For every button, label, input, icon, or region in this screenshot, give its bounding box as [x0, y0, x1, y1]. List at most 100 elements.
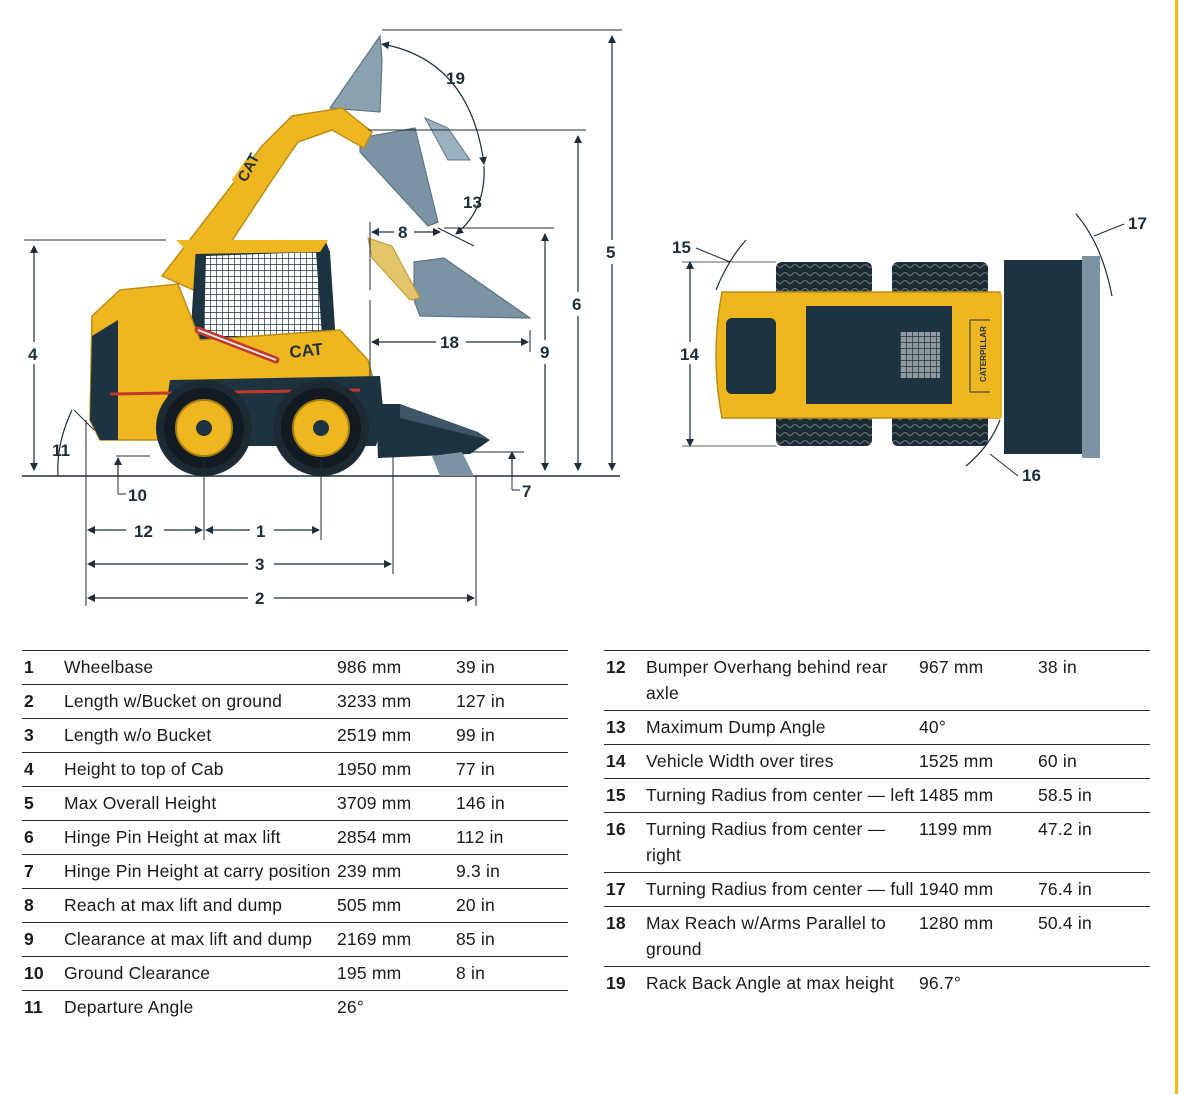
cab-mesh-guard — [204, 252, 322, 336]
table-row: 14 Vehicle Width over tires 1525 mm 60 i… — [604, 744, 1150, 779]
spec-num: 9 — [22, 922, 64, 957]
spec-num: 12 — [604, 650, 646, 711]
spec-label: Hinge Pin Height at max lift — [64, 820, 337, 855]
spec-num: 5 — [22, 786, 64, 821]
top-bucket — [1004, 260, 1096, 454]
callout-14: 14 — [680, 345, 699, 364]
spec-in: 146 in — [456, 786, 568, 821]
spec-label: Length w/Bucket on ground — [64, 684, 337, 719]
table-row: 17 Turning Radius from center — full 194… — [604, 872, 1150, 907]
callout-2: 2 — [255, 589, 264, 608]
spec-num: 15 — [604, 778, 646, 813]
spec-in: 85 in — [456, 922, 568, 957]
rear-wheel — [156, 380, 252, 476]
spec-label: Height to top of Cab — [64, 752, 337, 787]
spec-label: Wheelbase — [64, 650, 337, 685]
top-label-knockouts — [679, 342, 703, 364]
spec-in: 77 in — [456, 752, 568, 787]
table-row: 6 Hinge Pin Height at max lift 2854 mm 1… — [22, 820, 568, 855]
spec-table-left: 1 Wheelbase 986 mm 39 in 2 Length w/Buck… — [22, 650, 568, 1024]
spec-in — [456, 990, 568, 1024]
callout-6: 6 — [572, 295, 581, 314]
callout-15: 15 — [672, 238, 691, 257]
spec-label: Max Overall Height — [64, 786, 337, 821]
bucket-dump-ghost — [423, 116, 471, 161]
top-brand-text: CATERPILLAR — [979, 326, 988, 382]
spec-num: 13 — [604, 710, 646, 745]
spec-mm: 2854 mm — [337, 820, 456, 855]
callout-9: 9 — [540, 343, 549, 362]
table-row: 16 Turning Radius from center — right 11… — [604, 812, 1150, 873]
spec-num: 2 — [22, 684, 64, 719]
spec-label: Turning Radius from center — left — [646, 778, 919, 813]
tire-front-right — [892, 412, 988, 446]
callout-19: 19 — [446, 69, 465, 88]
callout-5: 5 — [606, 243, 615, 262]
callout-11: 11 — [52, 441, 70, 460]
spec-mm: 1280 mm — [919, 906, 1038, 967]
spec-mm: 96.7° — [919, 966, 1038, 1000]
spec-mm: 1485 mm — [919, 778, 1038, 813]
spec-in: 39 in — [456, 650, 568, 685]
callout-18: 18 — [440, 333, 459, 352]
spec-in: 47.2 in — [1038, 812, 1150, 873]
spec-in: 8 in — [456, 956, 568, 991]
spec-num: 1 — [22, 650, 64, 685]
front-wheel — [273, 380, 369, 476]
table-row: 19 Rack Back Angle at max height 96.7° — [604, 966, 1150, 1000]
spec-in: 60 in — [1038, 744, 1150, 779]
lift-cylinder-rod — [197, 329, 277, 361]
bucket-rackback — [328, 34, 383, 113]
spec-num: 6 — [22, 820, 64, 855]
spec-label: Departure Angle — [64, 990, 337, 1024]
table-row: 13 Maximum Dump Angle 40° — [604, 710, 1150, 745]
spec-mm: 1940 mm — [919, 872, 1038, 907]
table-row: 2 Length w/Bucket on ground 3233 mm 127 … — [22, 684, 568, 719]
table-row: 5 Max Overall Height 3709 mm 146 in — [22, 786, 568, 821]
table-row: 10 Ground Clearance 195 mm 8 in — [22, 956, 568, 991]
callout-1: 1 — [256, 522, 265, 541]
rear-door-panel — [90, 320, 118, 440]
callout-12: 12 — [134, 522, 153, 541]
spec-label: Vehicle Width over tires — [646, 744, 919, 779]
tire-rear-left — [776, 262, 872, 296]
table-row: 7 Hinge Pin Height at carry position 239… — [22, 854, 568, 889]
table-row: 12 Bumper Overhang behind rear axle 967 … — [604, 650, 1150, 711]
cab-roof — [176, 240, 328, 254]
callout-8: 8 — [398, 223, 407, 242]
bucket-reach — [413, 257, 532, 319]
spec-table-right: 12 Bumper Overhang behind rear axle 967 … — [604, 650, 1150, 1000]
side-view-machine: CAT CAT — [22, 34, 620, 477]
page-accent-rule — [1175, 0, 1178, 1094]
spec-in: 58.5 in — [1038, 778, 1150, 813]
spec-in: 99 in — [456, 718, 568, 753]
callout-16: 16 — [1022, 466, 1041, 485]
spec-mm: 1525 mm — [919, 744, 1038, 779]
spec-mm: 40° — [919, 710, 1038, 745]
top-engine-cover — [726, 318, 776, 394]
top-bucket-edge — [1082, 256, 1100, 458]
body-brand-text: CAT — [288, 339, 324, 361]
bucket-carry-ghost — [432, 452, 474, 476]
spec-num: 4 — [22, 752, 64, 787]
spec-mm: 3709 mm — [337, 786, 456, 821]
bucket-maxlift — [359, 127, 439, 227]
arm-brand-plate — [231, 155, 263, 189]
spec-num: 10 — [22, 956, 64, 991]
spec-label: Length w/o Bucket — [64, 718, 337, 753]
spec-in: 127 in — [456, 684, 568, 719]
spec-num: 16 — [604, 812, 646, 873]
spec-mm: 1950 mm — [337, 752, 456, 787]
dimension-diagram: CAT CAT — [22, 29, 1147, 609]
spec-label: Reach at max lift and dump — [64, 888, 337, 923]
callout-3: 3 — [255, 555, 264, 574]
spec-mm: 26° — [337, 990, 456, 1024]
spec-mm: 967 mm — [919, 650, 1038, 711]
spec-num: 7 — [22, 854, 64, 889]
table-row: 4 Height to top of Cab 1950 mm 77 in — [22, 752, 568, 787]
spec-mm: 986 mm — [337, 650, 456, 685]
spec-num: 18 — [604, 906, 646, 967]
spec-in: 38 in — [1038, 650, 1150, 711]
spec-mm: 2519 mm — [337, 718, 456, 753]
spec-in — [1038, 710, 1150, 745]
